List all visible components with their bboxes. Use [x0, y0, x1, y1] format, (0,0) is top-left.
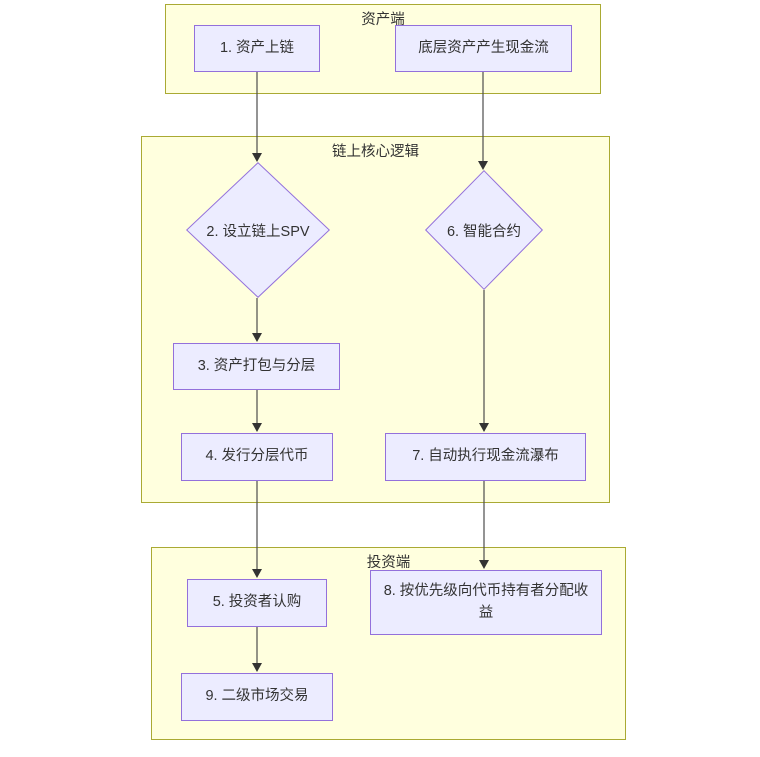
node-5-label: 5. 投资者认购 [212, 594, 302, 611]
node-1-label: 1. 资产上链 [219, 39, 295, 56]
group-title-asset-side: 资产端 [361, 12, 405, 28]
node-7-auto-cashflow-waterfall: 7. 自动执行现金流瀑布 [385, 433, 586, 481]
node-8-distribute-by-priority: 8. 按优先级向代币持有者分配收益 [370, 570, 602, 635]
node-3-label: 3. 资产打包与分层 [197, 357, 316, 374]
diamond-6-smart-contract: 6. 智能合约 [425, 170, 543, 290]
node-cashflow-label: 底层资产产生现金流 [418, 39, 549, 56]
node-8-label: 8. 按优先级向代币持有者分配收益 [383, 583, 589, 621]
node-9-secondary-market-trading: 9. 二级市场交易 [181, 673, 333, 721]
node-underlying-asset-cashflow: 底层资产产生现金流 [395, 25, 572, 72]
node-9-label: 9. 二级市场交易 [205, 688, 309, 705]
diamond-shape-icon [425, 170, 543, 290]
group-title-onchain-core-logic: 链上核心逻辑 [332, 144, 419, 160]
node-4-label: 4. 发行分层代币 [205, 448, 309, 465]
node-5-investor-subscription: 5. 投资者认购 [187, 579, 327, 627]
diamond-2-setup-onchain-spv: 2. 设立链上SPV [186, 162, 330, 298]
node-1-asset-onchain: 1. 资产上链 [194, 25, 320, 72]
diamond-6-label: 6. 智能合约 [446, 223, 522, 240]
diamond-shape-icon [186, 162, 330, 298]
node-7-label: 7. 自动执行现金流瀑布 [412, 448, 559, 465]
node-4-issue-tranched-tokens: 4. 发行分层代币 [181, 433, 333, 481]
diamond-2-label: 2. 设立链上SPV [206, 223, 310, 240]
group-title-investor-side: 投资端 [366, 555, 411, 571]
node-3-asset-packaging-tranching: 3. 资产打包与分层 [173, 343, 340, 390]
